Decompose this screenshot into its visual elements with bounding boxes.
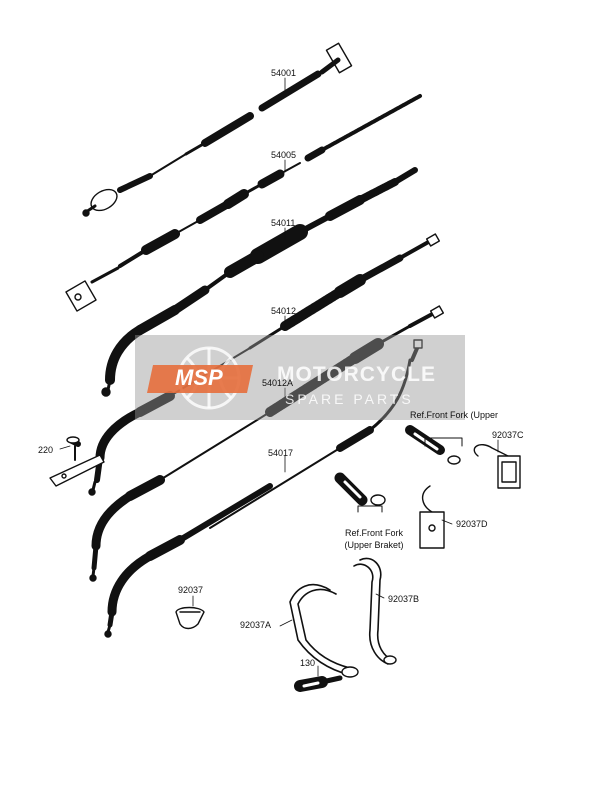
front-fork-bolt-upper [405, 425, 463, 465]
part-label-92037a: 92037A [240, 620, 272, 630]
clamp-92037c [473, 444, 521, 489]
bracket-92037b [353, 557, 397, 665]
cable-bracket [49, 454, 105, 487]
msp-logo [147, 346, 253, 410]
clutch-cable-54017 [104, 339, 423, 638]
bracket-92037a [289, 584, 359, 678]
part-label-54012a: 54012A [262, 378, 294, 388]
ref-front-fork-bracket-line2: (Upper Braket) [344, 540, 404, 550]
front-fork-bolt-lower [334, 472, 386, 513]
cable-54012a [89, 305, 445, 582]
ref-front-fork-upper: Ref.Front Fork (Upper [410, 410, 499, 420]
part-label-130: 130 [300, 658, 316, 668]
tachometer-cable-54005 [65, 94, 422, 312]
ref-front-fork-bracket-line1: Ref.Front Fork [344, 528, 403, 538]
bolt-130 [294, 675, 343, 692]
part-label-92037d: 92037D [456, 519, 488, 529]
part-label-54001: 54001 [271, 68, 297, 78]
watermark-logo-text: MSP [175, 365, 223, 390]
part-label-92037c: 92037C [492, 430, 524, 440]
clip-92037 [175, 606, 205, 630]
leader-lines [59, 77, 499, 677]
watermark-subtitle: SPARE PARTS [285, 391, 414, 407]
clamp-92037d [419, 485, 445, 549]
part-label-54017: 54017 [268, 448, 294, 458]
part-label-54005: 54005 [271, 150, 297, 160]
throttle-cable-54011 [101, 167, 418, 397]
part-label-92037: 92037 [178, 585, 204, 595]
watermark-title: MOTORCYCLE [277, 363, 436, 386]
part-label-54011: 54011 [271, 218, 296, 228]
part-label-220: 220 [38, 445, 54, 455]
part-label-54012: 54012 [271, 306, 297, 316]
speedometer-cable-54001 [82, 42, 353, 217]
bolt-220 [66, 436, 81, 461]
watermark-overlay: MSP MOTORCYCLE SPARE PARTS [135, 335, 465, 420]
part-label-92037b: 92037B [388, 594, 420, 604]
